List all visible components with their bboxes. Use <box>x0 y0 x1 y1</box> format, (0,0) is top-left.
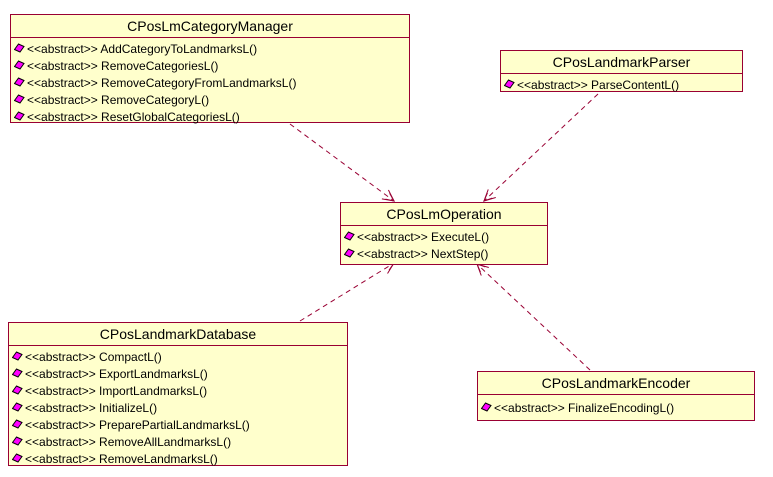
class-box-cposlandmarkparser: CPosLandmarkParser <<abstract>> ParseCon… <box>500 50 743 92</box>
method-row: <<abstract>> AddCategoryToLandmarksL() <box>14 40 407 57</box>
dependency-arrow-database-to-operation <box>299 262 396 322</box>
method-diamond-icon <box>12 436 23 447</box>
method-row: <<abstract>> InitializeL() <box>12 399 345 416</box>
method-label: <<abstract>> RemoveCategoriesL() <box>27 58 219 73</box>
method-label: <<abstract>> ExportLandmarksL() <box>25 366 208 381</box>
method-label: <<abstract>> PreparePartialLandmarksL() <box>25 417 250 432</box>
dependency-arrow-parser-to-operation <box>483 93 599 202</box>
method-diamond-icon <box>344 248 355 259</box>
method-label: <<abstract>> NextStep() <box>357 246 489 261</box>
class-methods: <<abstract>> ExecuteL() <<abstract>> Nex… <box>341 226 547 262</box>
method-diamond-icon <box>14 77 25 88</box>
method-diamond-icon <box>12 402 23 413</box>
class-title: CPosLandmarkEncoder <box>478 372 754 395</box>
method-label: <<abstract>> RemoveLandmarksL() <box>25 451 218 466</box>
method-label: <<abstract>> CompactL() <box>25 349 162 364</box>
method-diamond-icon <box>12 368 23 379</box>
method-row: <<abstract>> RemoveAllLandmarksL() <box>12 433 345 450</box>
method-row: <<abstract>> ParseContentL() <box>504 76 740 93</box>
method-row: <<abstract>> CompactL() <box>12 348 345 365</box>
method-label: <<abstract>> FinalizeEncodingL() <box>494 400 675 415</box>
method-label: <<abstract>> InitializeL() <box>25 400 158 415</box>
method-row: <<abstract>> RemoveCategoriesL() <box>14 57 407 74</box>
method-row: <<abstract>> ImportLandmarksL() <box>12 382 345 399</box>
class-box-cposlandmarkencoder: CPosLandmarkEncoder <<abstract>> Finaliz… <box>477 371 755 421</box>
method-diamond-icon <box>12 453 23 464</box>
class-title: CPosLandmarkParser <box>501 51 742 74</box>
class-title: CPosLmCategoryManager <box>11 15 409 38</box>
class-methods: <<abstract>> FinalizeEncodingL() <box>478 395 754 416</box>
method-row: <<abstract>> RemoveCategoryFromLandmarks… <box>14 74 407 91</box>
method-row: <<abstract>> FinalizeEncodingL() <box>481 399 752 416</box>
dependency-arrow-encoder-to-operation <box>476 263 591 371</box>
method-label: <<abstract>> AddCategoryToLandmarksL() <box>27 41 258 56</box>
method-label: <<abstract>> RemoveAllLandmarksL() <box>25 434 232 449</box>
method-diamond-icon <box>12 351 23 362</box>
method-diamond-icon <box>12 385 23 396</box>
method-label: <<abstract>> ExecuteL() <box>357 229 490 244</box>
method-row: <<abstract>> ExecuteL() <box>344 228 545 245</box>
method-label: <<abstract>> ResetGlobalCategoriesL() <box>27 109 240 124</box>
class-methods: <<abstract>> CompactL() <<abstract>> Exp… <box>9 346 347 467</box>
method-diamond-icon <box>481 402 492 413</box>
method-diamond-icon <box>14 43 25 54</box>
method-label: <<abstract>> ImportLandmarksL() <box>25 383 208 398</box>
method-label: <<abstract>> ParseContentL() <box>517 77 680 92</box>
method-diamond-icon <box>12 419 23 430</box>
method-diamond-icon <box>14 60 25 71</box>
class-methods: <<abstract>> AddCategoryToLandmarksL() <… <box>11 38 409 125</box>
method-row: <<abstract>> RemoveLandmarksL() <box>12 450 345 467</box>
method-row: <<abstract>> ResetGlobalCategoriesL() <box>14 108 407 125</box>
dependency-arrow-categorymanager-to-operation <box>289 123 396 202</box>
class-box-cposlmoperation: CPosLmOperation <<abstract>> ExecuteL() … <box>340 202 548 265</box>
class-box-cposlandmarkdatabase: CPosLandmarkDatabase <<abstract>> Compac… <box>8 322 348 466</box>
method-diamond-icon <box>344 231 355 242</box>
method-label: <<abstract>> RemoveCategoryL() <box>27 92 210 107</box>
class-title: CPosLandmarkDatabase <box>9 323 347 346</box>
method-row: <<abstract>> PreparePartialLandmarksL() <box>12 416 345 433</box>
method-diamond-icon <box>14 94 25 105</box>
method-diamond-icon <box>504 79 515 90</box>
method-label: <<abstract>> RemoveCategoryFromLandmarks… <box>27 75 297 90</box>
method-diamond-icon <box>14 111 25 122</box>
method-row: <<abstract>> RemoveCategoryL() <box>14 91 407 108</box>
class-title: CPosLmOperation <box>341 203 547 226</box>
class-box-cposlmcategorymanager: CPosLmCategoryManager <<abstract>> AddCa… <box>10 14 410 125</box>
method-row: <<abstract>> NextStep() <box>344 245 545 262</box>
method-row: <<abstract>> ExportLandmarksL() <box>12 365 345 382</box>
class-methods: <<abstract>> ParseContentL() <box>501 74 742 93</box>
